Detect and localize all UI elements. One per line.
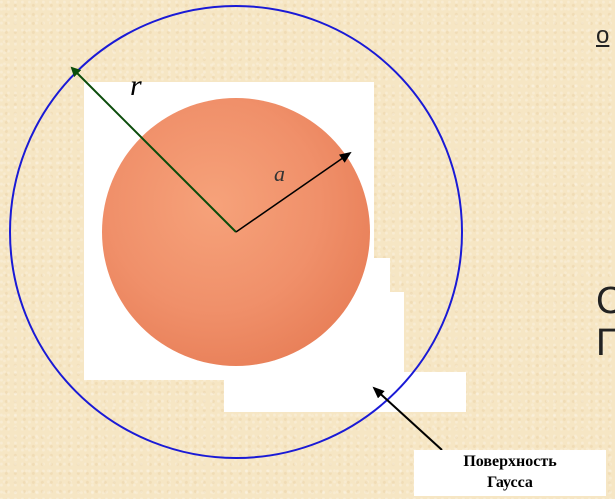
gaussian-surface (9, 5, 463, 459)
cut-off-text-middle-2: Г (596, 322, 615, 364)
white-patch-upper (368, 258, 390, 292)
gauss-surface-label: Поверхность Гаусса (414, 450, 606, 496)
radius-r-label: r (130, 69, 142, 102)
gauss-label-line1: Поверхность (463, 453, 557, 471)
cut-off-text-middle-1: С (596, 280, 615, 322)
gauss-label-pointer (372, 386, 443, 451)
radius-r-arrow (70, 66, 237, 233)
cut-off-text-top: о (596, 22, 610, 49)
radius-a-arrow (235, 151, 352, 233)
gauss-label-line2: Гаусса (487, 474, 533, 491)
radius-a-label: a (274, 161, 285, 186)
white-patch-bottom (224, 372, 466, 412)
